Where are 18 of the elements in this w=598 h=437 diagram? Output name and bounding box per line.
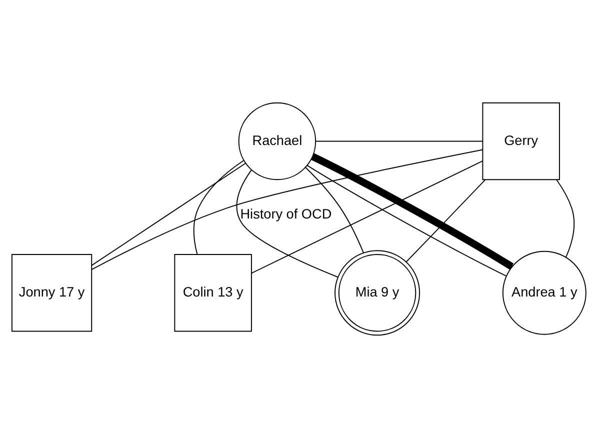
connector xyxy=(306,164,507,276)
connector xyxy=(305,166,364,253)
node-circle: Mia 9 y xyxy=(334,250,420,336)
connector xyxy=(556,179,575,258)
node-circle: Rachael xyxy=(238,102,316,180)
connector xyxy=(193,159,244,254)
connector xyxy=(406,178,486,262)
connector xyxy=(236,169,338,278)
connector xyxy=(91,148,483,270)
node-box: Jonny 17 y xyxy=(11,253,92,332)
connector xyxy=(310,152,514,270)
connector xyxy=(250,160,484,274)
edge-label: History of OCD xyxy=(240,206,332,222)
node-box: Gerry xyxy=(482,102,560,180)
connector xyxy=(91,162,246,266)
node-box: Colin 13 y xyxy=(174,253,252,332)
node-circle: Andrea 1 y xyxy=(502,250,586,334)
connector xyxy=(315,140,484,142)
